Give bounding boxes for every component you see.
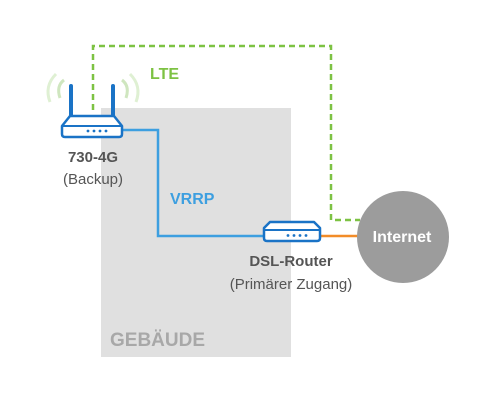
- dsl-router-name: DSL-Router: [249, 253, 332, 270]
- vrrp-link: [122, 128, 264, 238]
- lte-link: [91, 44, 360, 222]
- internet-label: Internet: [373, 229, 432, 246]
- vrrp-label: VRRP: [170, 191, 215, 208]
- dsl-router-icon: [262, 220, 322, 243]
- dsl-router-role: (Primärer Zugang): [230, 276, 353, 293]
- backup-router-role: (Backup): [63, 171, 123, 188]
- building-area: [101, 108, 291, 357]
- lte-label: LTE: [150, 66, 179, 83]
- backup-router-name: 730-4G: [68, 149, 118, 166]
- internet-node: [357, 191, 449, 283]
- backup-router-icon: [46, 72, 140, 139]
- building-label: GEBÄUDE: [110, 330, 205, 351]
